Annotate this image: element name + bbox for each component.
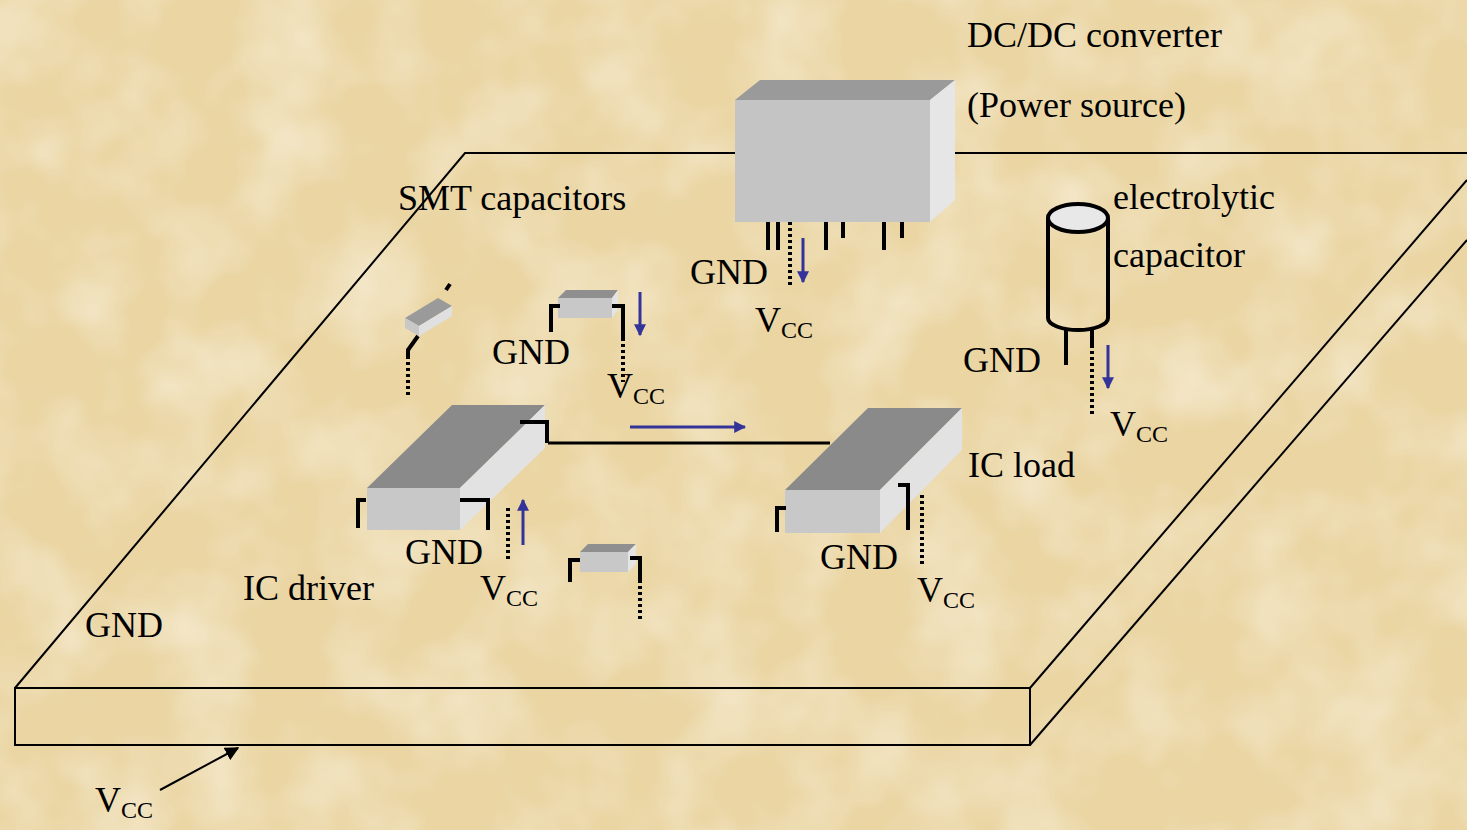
component-label: IC load xyxy=(968,443,1108,487)
component-label: electrolytic capacitor xyxy=(1113,168,1343,284)
pcb-trace xyxy=(548,442,830,445)
pcb-board xyxy=(15,153,1467,790)
pin-label: VCC xyxy=(917,570,975,620)
pin-label: GND xyxy=(963,340,1041,380)
pin-label: GND xyxy=(405,532,483,572)
component-label: IC driver xyxy=(243,566,443,610)
smt-capacitor xyxy=(405,284,452,395)
pin-label: VCC xyxy=(607,366,665,416)
pin-label: GND xyxy=(690,252,768,292)
pin-label: GND xyxy=(492,332,570,372)
smt-capacitor xyxy=(570,544,640,620)
pin-label: VCC xyxy=(480,568,538,618)
pin-label: VCC xyxy=(755,300,813,350)
pin-label: GND xyxy=(820,537,898,577)
ic-load: IC load xyxy=(830,405,1115,535)
plane-label: GND xyxy=(85,605,163,645)
pin-label: VCC xyxy=(1110,404,1168,454)
dcdc-module xyxy=(735,80,955,285)
callout-label: SMT capacitors xyxy=(398,178,626,218)
electrolytic-capacitor-body xyxy=(1048,204,1108,415)
plane-label: VCC xyxy=(95,780,153,830)
electrolytic-capacitor: electrolytic capacitor xyxy=(1045,165,1390,335)
component-label: DC/DC converter (Power source) xyxy=(967,0,1247,140)
current-arrow xyxy=(630,427,745,428)
